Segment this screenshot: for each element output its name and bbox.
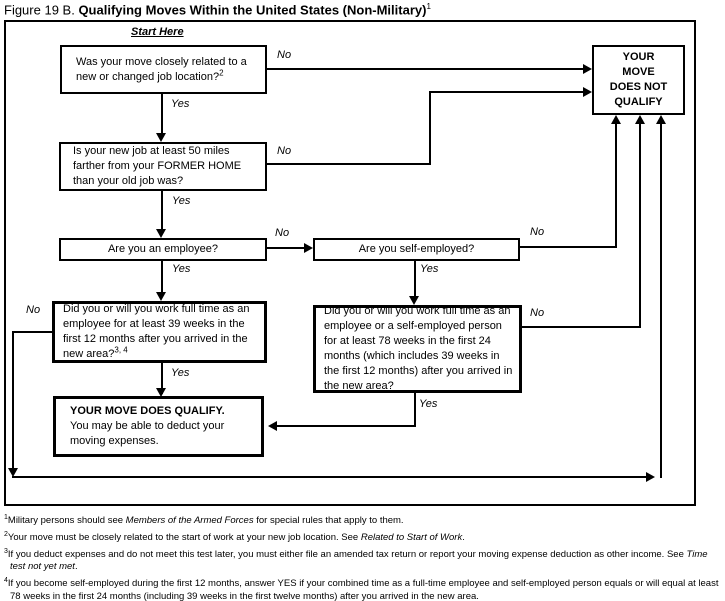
label-q2-yes: Yes [172, 195, 191, 207]
arrowhead-q1-yes [156, 133, 166, 142]
figure-title: Figure 19 B. Qualifying Moves Within the… [4, 2, 431, 17]
node-fifty-miles: Is your new job at least 50 miles farthe… [59, 142, 267, 191]
connector-q4-yes [414, 261, 416, 298]
connector-q3-no [267, 247, 305, 249]
figure-label: Figure 19 B. [4, 2, 79, 18]
figure-title-main: Qualifying Moves Within the United State… [78, 2, 427, 18]
node-fifty-miles-text: Is your new job at least 50 miles farthe… [73, 145, 242, 187]
arrowhead-q5-no-down [8, 468, 18, 477]
label-q6-yes: Yes [419, 398, 438, 410]
node-employee-text: Are you an employee? [107, 243, 219, 255]
arrowhead-q3-no [304, 243, 313, 253]
arrowhead-q5-no-right [646, 472, 655, 482]
connector-q6-yes-h [277, 425, 416, 427]
connector-q4-no-h [520, 246, 617, 248]
label-q5-yes: Yes [171, 367, 190, 379]
node-39-weeks: Did you or will you work full time as an… [52, 301, 267, 363]
arrowhead-q4-yes [409, 296, 419, 305]
connector-q4-no-v [615, 123, 617, 248]
node-qualify: YOUR MOVE DOES QUALIFY. You may be able … [53, 396, 264, 457]
connector-q2-no-h1 [267, 163, 431, 165]
arrowhead-q6-no [635, 115, 645, 124]
node-not-qualify: YOUR MOVE DOES NOT QUALIFY [592, 45, 685, 115]
qualify-body: You may be able to deduct your moving ex… [70, 420, 225, 447]
label-q4-yes: Yes [420, 263, 439, 275]
node-78-weeks-text: Did you or will you work full time as an… [324, 305, 513, 392]
connector-q5-no-v1 [12, 331, 14, 469]
connector-q5-no-v2 [660, 123, 662, 478]
footnote-3: 3If you deduct expenses and do not meet … [4, 548, 708, 573]
not-qualify-line: DOES NOT [609, 81, 668, 93]
node-job-location-text: Was your move closely related to a new o… [76, 55, 247, 83]
label-q2-no: No [277, 145, 292, 157]
connector-q5-no-h1 [13, 331, 52, 333]
arrowhead-q5-yes [156, 388, 166, 397]
not-qualify-line: QUALIFY [614, 96, 663, 108]
title-footnote-ref: 1 [426, 2, 431, 11]
connector-q1-yes [161, 94, 163, 134]
node-self-employed: Are you self-employed? [313, 238, 520, 261]
connector-q2-no-v [429, 91, 431, 165]
footnote-1: 1Military persons should see Members of … [4, 514, 404, 527]
start-here-label: Start Here [131, 26, 184, 38]
node-job-location: Was your move closely related to a new o… [60, 45, 267, 94]
qualify-title: YOUR MOVE DOES QUALIFY. [70, 405, 225, 417]
footnote-ref-3-4: 3, 4 [114, 345, 128, 355]
arrowhead-q3-yes [156, 292, 166, 301]
label-q1-yes: Yes [171, 98, 190, 110]
node-78-weeks: Did you or will you work full time as an… [313, 305, 522, 393]
node-self-employed-text: Are you self-employed? [358, 243, 475, 255]
connector-q2-yes [161, 191, 163, 230]
footnote-2: 2Your move must be closely related to th… [4, 531, 465, 544]
connector-q2-no-h2 [429, 91, 584, 93]
footnote-ref-2: 2 [219, 67, 224, 77]
footnote-4: 4If you become self-employed during the … [4, 577, 719, 601]
connector-q5-yes [161, 363, 163, 394]
arrowhead-q4-no [611, 115, 621, 124]
label-q3-yes: Yes [172, 263, 191, 275]
connector-q6-no-h [522, 326, 641, 328]
footnotes: 1Military persons should see Members of … [4, 512, 721, 601]
connector-q5-no-h2 [12, 476, 648, 478]
flowchart-frame [4, 20, 696, 506]
connector-q1-no [267, 68, 584, 70]
label-q6-no: No [530, 307, 545, 319]
arrowhead-q2-yes [156, 229, 166, 238]
connector-q6-no-v [639, 123, 641, 328]
connector-q6-yes-v [414, 393, 416, 427]
node-employee: Are you an employee? [59, 238, 267, 261]
arrowhead-q2-no [583, 87, 592, 97]
label-q3-no: No [275, 227, 290, 239]
arrowhead-q6-yes [268, 421, 277, 431]
connector-q3-yes [161, 261, 163, 294]
not-qualify-line: MOVE [622, 66, 655, 78]
not-qualify-line: YOUR [622, 51, 655, 63]
label-q1-no: No [277, 49, 292, 61]
arrowhead-q5-no-up [656, 115, 666, 124]
label-q5-no: No [26, 304, 41, 316]
arrowhead-q1-no [583, 64, 592, 74]
label-q4-no: No [530, 226, 545, 238]
node-39-weeks-text: Did you or will you work full time as an… [63, 303, 250, 360]
